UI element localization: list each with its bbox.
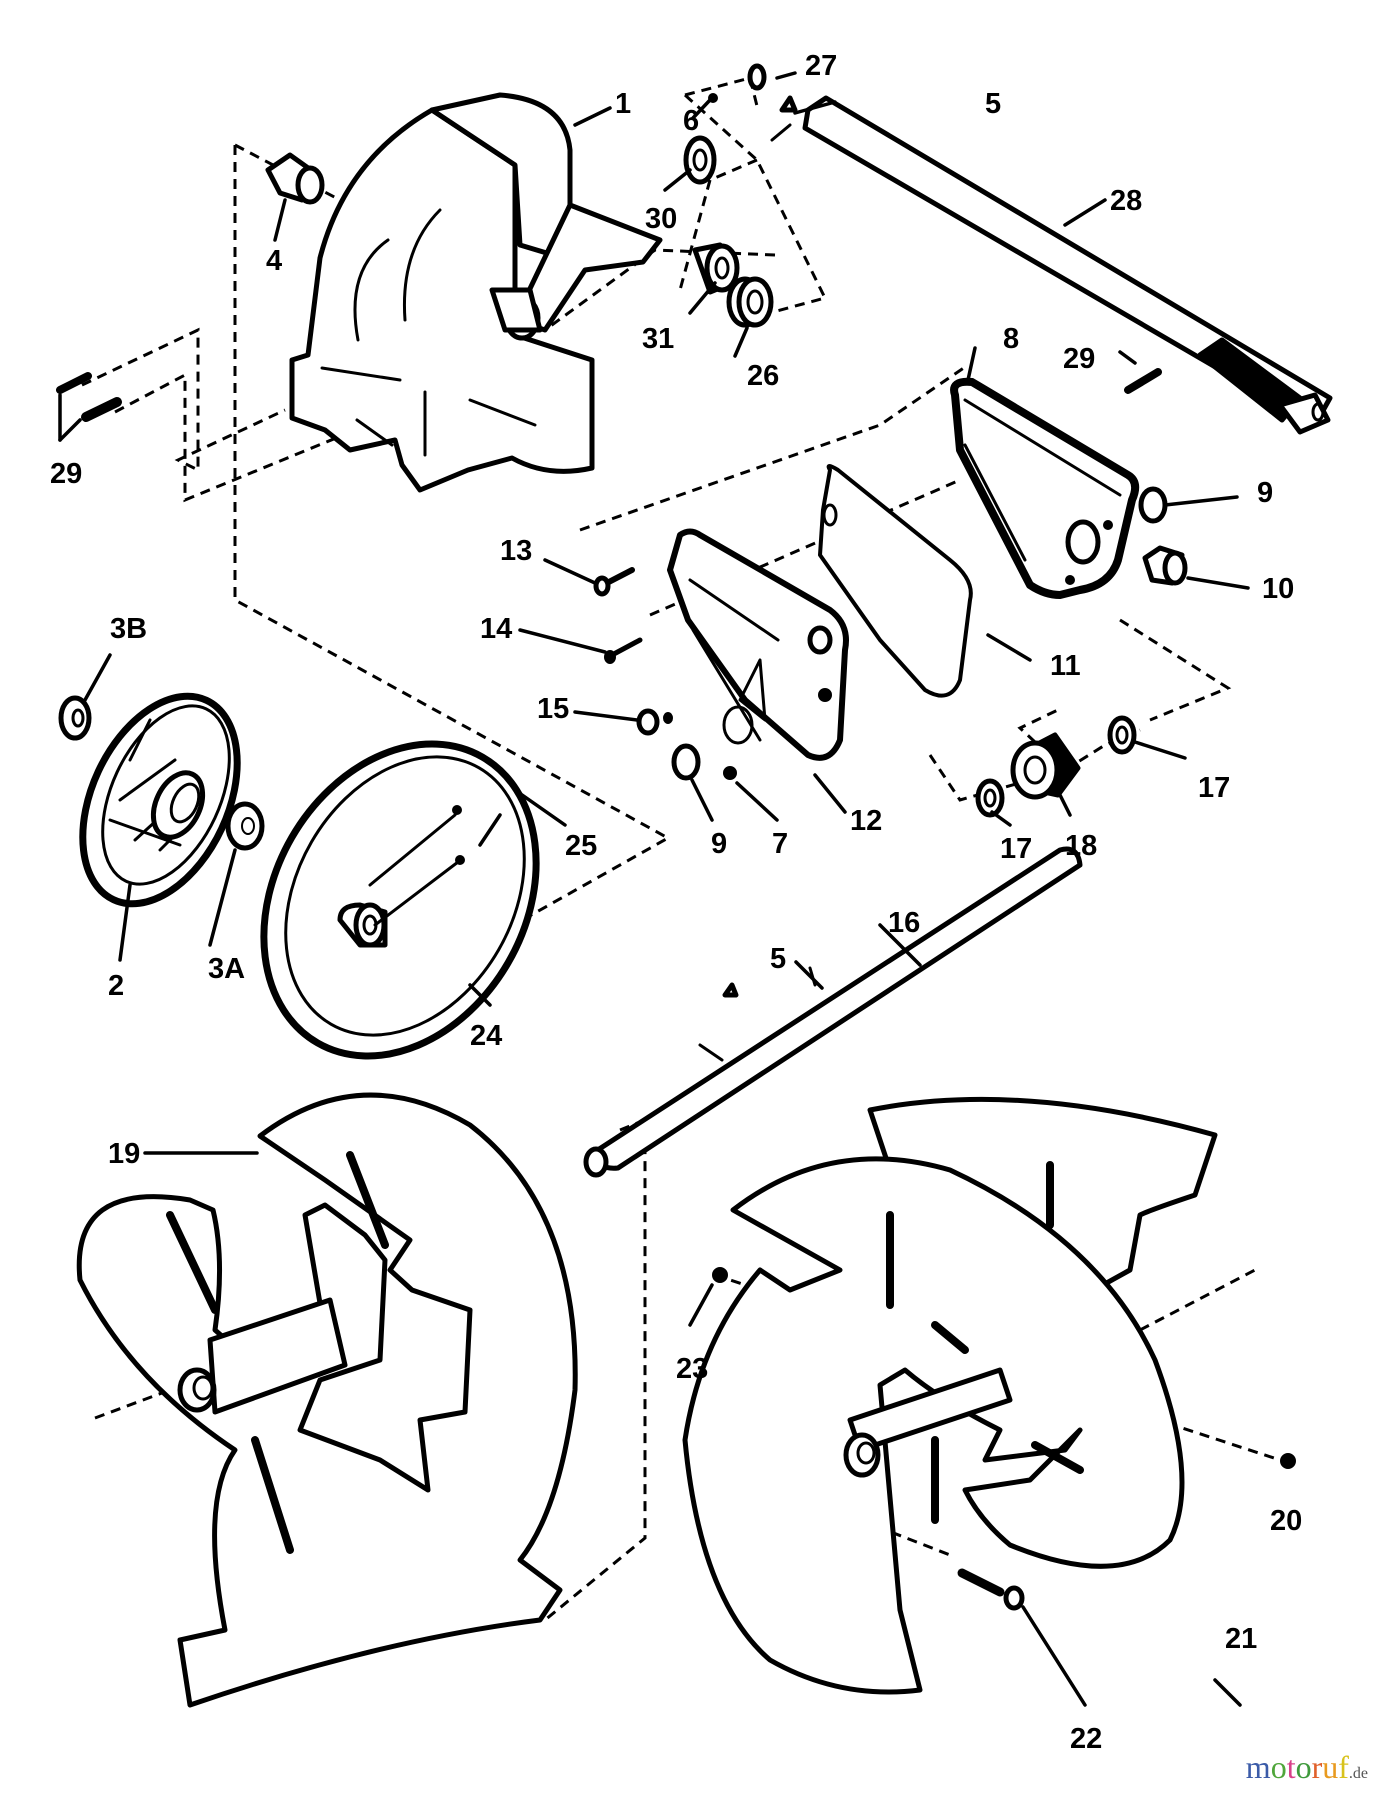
callout-9-upper: 9: [1257, 477, 1273, 509]
part-25-set-screws: [368, 805, 465, 927]
callout-14: 14: [480, 613, 512, 645]
part-20-nut: [1280, 1453, 1296, 1469]
callout-11: 11: [1050, 650, 1081, 682]
callout-7: 7: [772, 828, 788, 860]
callout-15: 15: [537, 693, 569, 725]
callout-29-left: 29: [50, 458, 82, 490]
callout-4: 4: [266, 245, 282, 277]
watermark-letter: t: [1286, 1749, 1296, 1785]
part-19-auger-left: [76, 1092, 578, 1708]
callout-17-left: 17: [1000, 833, 1032, 865]
callout-labels: 1 2 3A 3B 4 5 5 6 7 8 9 9 10 11 12 13 14…: [50, 50, 1302, 1755]
callout-16: 16: [888, 907, 920, 939]
part-1-housing-bracket: [289, 92, 663, 493]
part-15-fitting: [636, 708, 673, 736]
watermark-letter: o: [1270, 1749, 1287, 1785]
part-9-washer-lower: [671, 743, 701, 781]
callout-19: 19: [108, 1138, 140, 1170]
callout-22: 22: [1070, 1723, 1102, 1755]
callout-13: 13: [500, 535, 532, 567]
part-9-washer-upper: [1138, 486, 1168, 524]
callout-12: 12: [850, 805, 882, 837]
callout-29-shaft: 29: [1063, 343, 1095, 375]
watermark-suffix: .de: [1348, 1765, 1368, 1782]
part-27-retaining-ring: [747, 63, 767, 91]
callout-20: 20: [1270, 1505, 1302, 1537]
callout-8: 8: [1003, 323, 1019, 355]
callout-31: 31: [642, 323, 674, 355]
part-17-thrust-washer-right: [1107, 715, 1137, 755]
callout-9-lower: 9: [711, 828, 727, 860]
watermark-letter: o: [1295, 1749, 1312, 1785]
part-8-gear-case-half: [950, 377, 1140, 599]
part-14-screw: [604, 637, 643, 664]
callout-23: 23: [676, 1353, 708, 1385]
callout-2: 2: [108, 970, 124, 1002]
part-2-drive-wheel: [79, 692, 241, 908]
part-24-pulley: [260, 740, 540, 1060]
part-30-washer: [683, 135, 717, 185]
part-7-screw: [723, 766, 737, 780]
callout-1: 1: [615, 88, 631, 120]
part-23-nut: [712, 1267, 728, 1283]
part-3a-bearing: [225, 801, 265, 851]
part-17-thrust-washer-left: [975, 778, 1005, 818]
part-3b-bearing: [58, 695, 92, 741]
part-5-key-upper: [779, 95, 798, 113]
callout-25: 25: [565, 830, 597, 862]
leader-lines: [58, 71, 1250, 1707]
callout-5-lower: 5: [770, 943, 786, 975]
callout-21: 21: [1225, 1623, 1257, 1655]
part-10-bushing: [1142, 545, 1188, 586]
callout-30: 30: [645, 203, 677, 235]
part-4-bushing: [265, 152, 325, 205]
part-29-roll-pin-shaft: [1124, 368, 1162, 394]
part-29-roll-pins-left: [56, 372, 122, 422]
part-26-bearing: [726, 276, 774, 328]
callout-6: 6: [683, 105, 699, 137]
part-28-input-worm-shaft: [770, 95, 1333, 435]
part-12-gear-case-half: [667, 528, 849, 761]
part-18-worm-gear: [1010, 732, 1081, 800]
part-11-gasket: [818, 464, 973, 698]
watermark-letter: m: [1245, 1749, 1271, 1785]
motoruf-watermark-logo: motoruf.de: [1246, 1749, 1368, 1786]
part-13-screw: [593, 567, 635, 597]
part-31-bushing: [692, 242, 740, 295]
watermark-letter: u: [1322, 1749, 1339, 1785]
callout-3a: 3A: [208, 953, 245, 985]
callout-17-right: 17: [1198, 772, 1230, 804]
callout-27: 27: [805, 50, 837, 82]
callout-5-upper: 5: [985, 88, 1001, 120]
callout-10: 10: [1262, 573, 1294, 605]
watermark-letter: r: [1311, 1749, 1323, 1785]
callout-28: 28: [1110, 185, 1142, 217]
callout-18: 18: [1065, 830, 1097, 862]
callout-26: 26: [747, 360, 779, 392]
callout-24: 24: [470, 1020, 502, 1052]
callout-3b: 3B: [110, 613, 147, 645]
part-21-auger-right: [682, 1096, 1218, 1695]
part-22-shear-bolt: [957, 1568, 1025, 1611]
watermark-letter: f: [1338, 1749, 1349, 1785]
